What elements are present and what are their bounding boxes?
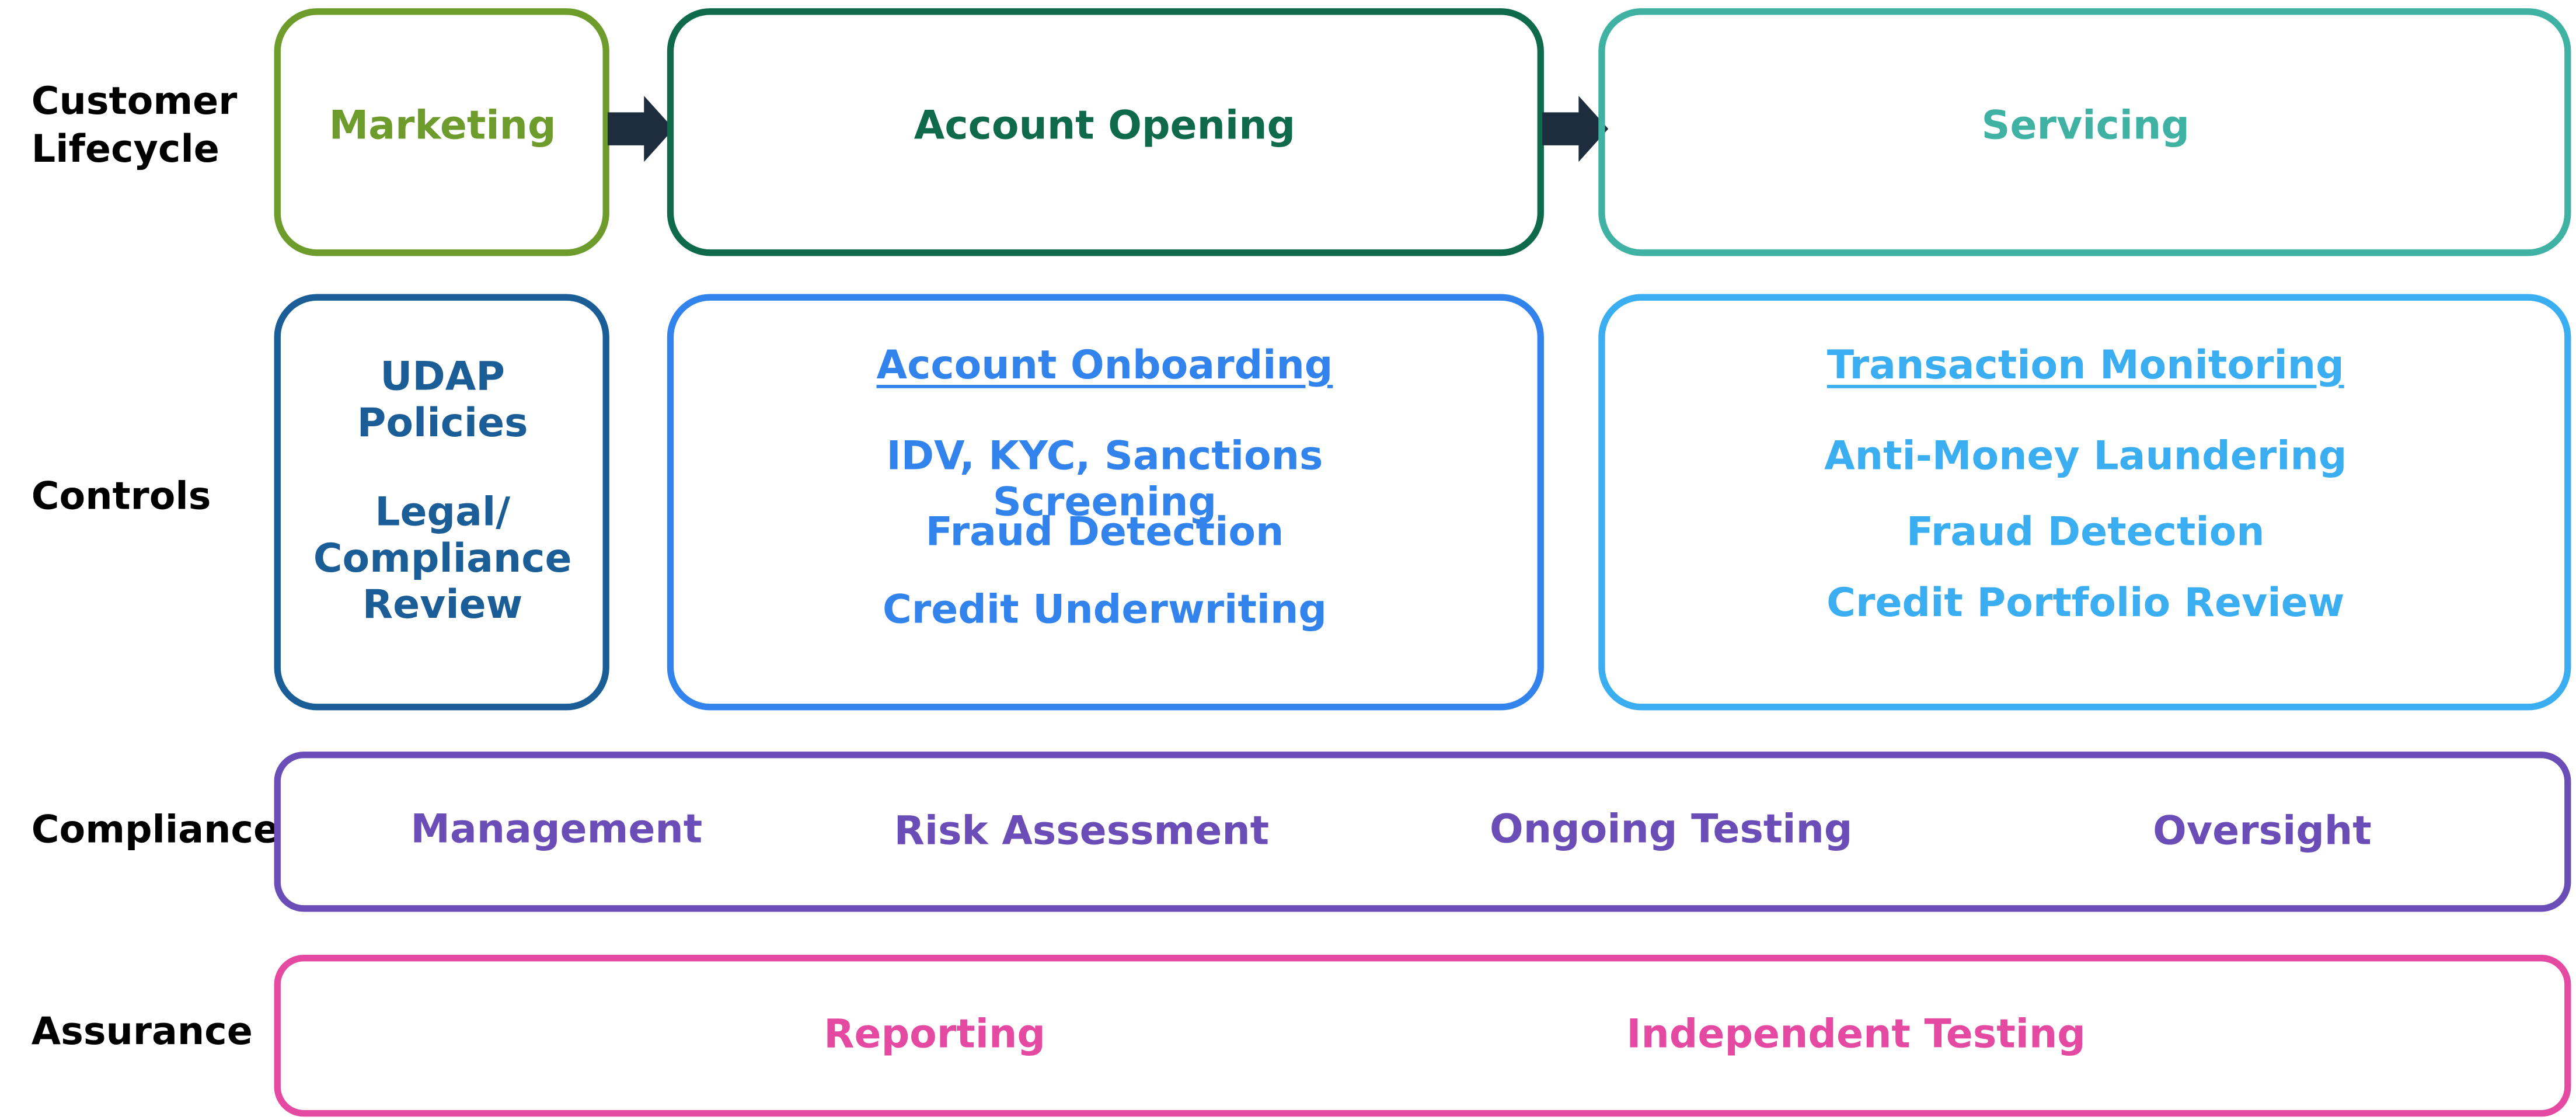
compliance-item: Management <box>410 806 703 853</box>
monitoring-item: Credit Portfolio Review <box>1826 579 2345 627</box>
row-label-customer-lifecycle: Customer Lifecycle <box>31 81 238 172</box>
marketing-label: Marketing <box>329 102 556 149</box>
account-onboarding-box <box>667 294 1544 711</box>
compliance-item: Oversight <box>2153 808 2372 854</box>
servicing-label: Servicing <box>1981 102 2190 149</box>
monitoring-item: Fraud Detection <box>1906 509 2265 555</box>
row-label-controls: Controls <box>31 475 211 519</box>
arrow-right-icon <box>607 96 674 162</box>
row-label-compliance: Compliance <box>31 809 280 853</box>
onboarding-item: Credit Underwriting <box>882 586 1327 633</box>
arrow-right-icon <box>1542 96 1609 162</box>
account-opening-box <box>667 8 1544 256</box>
compliance-box <box>274 752 2571 912</box>
servicing-box <box>1598 8 2571 256</box>
assurance-item: Independent Testing <box>1626 1011 2086 1058</box>
compliance-item: Risk Assessment <box>894 808 1270 854</box>
onboarding-item: Fraud Detection <box>925 509 1284 555</box>
monitoring-item: Anti-Money Laundering <box>1824 433 2347 479</box>
onboarding-item: IDV, KYC, Sanctions Screening <box>886 433 1323 526</box>
policies-box <box>274 294 609 711</box>
udap-policies-label: UDAP Policies <box>357 353 528 446</box>
marketing-box <box>274 8 609 256</box>
compliance-item: Ongoing Testing <box>1489 806 1853 853</box>
assurance-item: Reporting <box>824 1011 1045 1058</box>
assurance-box <box>274 955 2571 1117</box>
account-onboarding-title: Account Onboarding <box>876 342 1333 388</box>
account-opening-label: Account Opening <box>914 102 1296 149</box>
legal-compliance-review-label: Legal/ Compliance Review <box>313 489 572 628</box>
row-label-assurance: Assurance <box>31 1011 253 1054</box>
transaction-monitoring-box <box>1598 294 2571 711</box>
transaction-monitoring-title: Transaction Monitoring <box>1826 342 2344 388</box>
